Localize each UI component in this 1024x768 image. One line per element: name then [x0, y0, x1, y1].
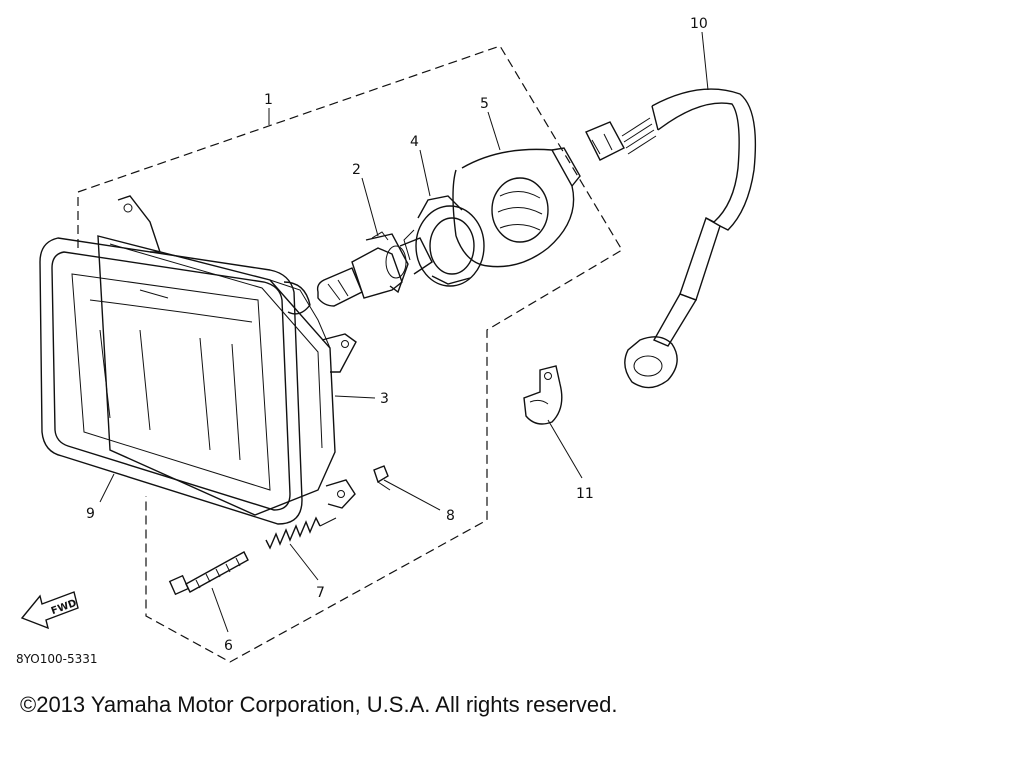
- nut: [373, 465, 391, 491]
- spring: [265, 516, 337, 550]
- callout-10: 10: [690, 16, 708, 32]
- leader-2: [361, 177, 379, 237]
- leader-3: [334, 395, 376, 399]
- leader-5: [487, 111, 501, 151]
- callout-9: 9: [86, 506, 95, 522]
- callout-11: 11: [576, 486, 594, 502]
- leader-9: [99, 473, 115, 503]
- callout-7: 7: [316, 585, 325, 601]
- leader-8: [383, 479, 441, 511]
- leader-4: [419, 149, 431, 197]
- callout-2: 2: [352, 162, 361, 178]
- clamp: [523, 365, 563, 425]
- callout-4: 4: [410, 134, 419, 150]
- callout-5: 5: [480, 96, 489, 112]
- assembly-boundary: [77, 45, 623, 663]
- adjusting-screw: [168, 551, 249, 596]
- forward-arrow-icon: FWD: [20, 591, 79, 630]
- callout-1: 1: [264, 92, 273, 108]
- bulb-retainer: [403, 195, 485, 287]
- leader-10: [701, 31, 709, 91]
- callout-6: 6: [224, 638, 233, 654]
- wire-harness: [585, 88, 757, 389]
- leader-7: [289, 543, 319, 581]
- callout-8: 8: [446, 508, 455, 524]
- forward-label: FWD: [50, 598, 78, 617]
- callout-3: 3: [380, 391, 389, 407]
- leader-11: [547, 419, 583, 479]
- copyright-notice: ©2013 Yamaha Motor Corporation, U.S.A. A…: [20, 692, 618, 717]
- headlight-unit: [39, 195, 357, 525]
- drawing-code: 8YO100-5331: [16, 652, 98, 666]
- leader-6: [211, 587, 229, 633]
- rubber-cover: [452, 147, 581, 268]
- bulb: [316, 231, 433, 307]
